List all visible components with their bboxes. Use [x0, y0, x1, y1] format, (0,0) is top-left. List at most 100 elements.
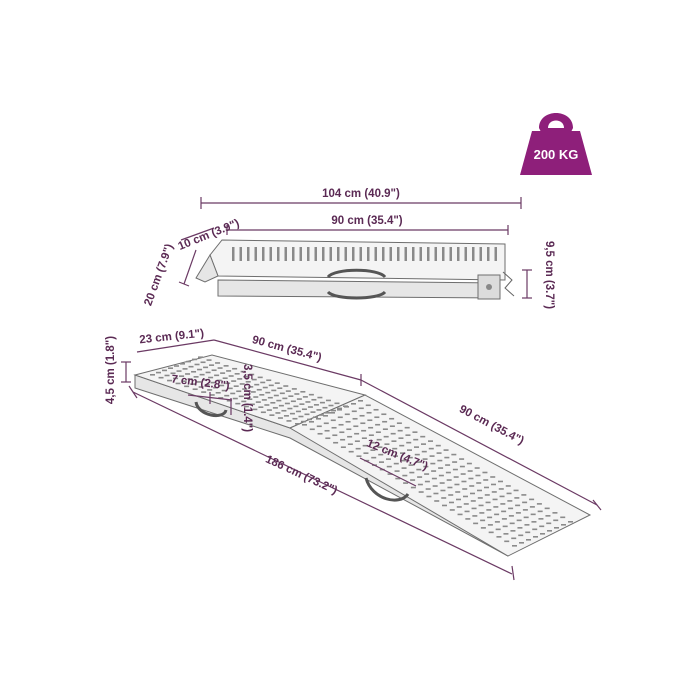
tread-slot [472, 515, 478, 517]
tread-slot [211, 369, 217, 372]
tread-slot [346, 428, 352, 431]
tread-slot [243, 375, 249, 378]
tread-slot [465, 518, 471, 520]
section-length-label: 90 cm (35.4") [331, 215, 402, 227]
tread-slot [256, 388, 262, 391]
tread-slot [292, 247, 295, 261]
tread-slot [439, 482, 445, 484]
tread-slot [374, 416, 380, 419]
tread-slot [364, 459, 370, 462]
tread-slot [455, 491, 461, 493]
tread-slot [368, 426, 374, 429]
tread-slot [498, 488, 504, 490]
tread-slot [492, 498, 498, 501]
section2-length-label: 90 cm (35.4") [457, 403, 526, 447]
tread-slot [283, 385, 289, 387]
tread-slot [259, 394, 265, 396]
tread-slot [330, 419, 336, 422]
tread-slot [494, 247, 497, 261]
tread-slot [322, 406, 328, 409]
tread-slot [333, 441, 339, 444]
tread-slot [507, 500, 513, 502]
tread-slot [429, 455, 435, 457]
tread-slot [316, 425, 322, 428]
dim-overall-length: 104 cm (40.9") [200, 188, 522, 209]
tread-slot [251, 378, 257, 381]
tread-slot [257, 376, 263, 379]
tread-slot [436, 452, 442, 454]
tread-slot [412, 247, 415, 261]
tread-slot [474, 467, 480, 469]
tread-slot [227, 387, 233, 390]
tread-slot [366, 411, 372, 414]
tread-slot [522, 501, 528, 504]
tread-slot [513, 489, 519, 492]
unfolded-ramp-slots [150, 356, 573, 547]
tread-slot [360, 422, 366, 425]
dim-section-length: 90 cm (35.4") [226, 215, 509, 235]
tread-slot [220, 372, 226, 374]
tread-slot [199, 373, 205, 376]
tread-slot [394, 470, 400, 472]
tread-slot [431, 477, 437, 480]
tread-slot [377, 446, 383, 448]
tread-slot [277, 387, 283, 390]
tread-slot [245, 380, 251, 383]
tread-slot [180, 363, 185, 365]
tread-slot [467, 470, 473, 472]
tread-slot [209, 364, 215, 366]
tread-slot [483, 479, 489, 481]
tread-slot [236, 390, 242, 393]
tread-slot [304, 413, 310, 416]
tread-slot [254, 247, 257, 261]
tread-slot [459, 465, 465, 468]
tread-slot [491, 483, 496, 486]
tread-slot [331, 409, 336, 412]
unfolded-handle-1 [194, 401, 228, 418]
tread-slot [337, 247, 340, 261]
dim-height: 9,5 cm (3.7") [522, 241, 555, 309]
tread-slot [457, 513, 463, 516]
tread-slot [385, 450, 391, 453]
folded-handle-lower [326, 290, 387, 300]
tread-slot [150, 374, 155, 376]
tread-slot [283, 415, 289, 417]
tread-slot [506, 492, 512, 495]
tread-slot [486, 509, 492, 511]
tread-slot [235, 402, 241, 405]
tread-slot [239, 383, 245, 385]
tread-slot [295, 410, 301, 413]
tread-slot [400, 452, 405, 454]
tread-slot [361, 429, 367, 432]
tread-slot [221, 389, 227, 392]
tread-slot [408, 464, 414, 466]
tread-slot [424, 473, 430, 475]
tread-slot [219, 384, 225, 387]
handle-height-label: 3,5 cm (1.4") [241, 364, 253, 432]
tread-slot [449, 247, 452, 261]
tread-slot [255, 401, 261, 403]
tread-slot [238, 395, 244, 398]
tread-slot [293, 405, 299, 408]
tread-slot [445, 464, 451, 466]
tread-slot [188, 365, 194, 368]
tread-slot [307, 406, 313, 408]
tread-slot [405, 434, 411, 436]
tread-slot [516, 519, 522, 522]
tread-slot [449, 509, 455, 511]
tread-slot [477, 497, 483, 499]
tread-slot [432, 485, 438, 487]
tread-slot [452, 461, 458, 463]
tread-slot [463, 503, 469, 505]
tread-slot [448, 494, 454, 496]
tread-slot [215, 391, 221, 394]
tread-slot [389, 417, 395, 420]
tread-slot [291, 388, 297, 390]
tread-slot [509, 522, 515, 525]
tread-slot [560, 516, 566, 519]
tread-slot [444, 456, 450, 459]
tread-slot [359, 414, 365, 417]
tread-slot [300, 390, 306, 393]
tread-slot [310, 411, 316, 413]
tread-slot [339, 431, 345, 434]
